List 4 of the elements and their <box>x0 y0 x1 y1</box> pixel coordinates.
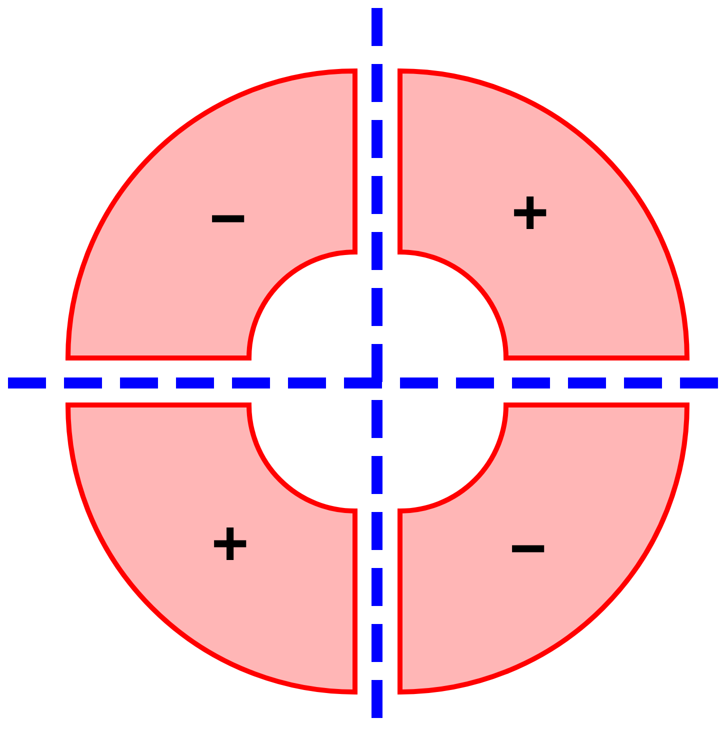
sign-label: − <box>509 516 547 580</box>
sign-label: + <box>511 180 549 244</box>
sign-label: − <box>209 186 247 250</box>
sign-label: + <box>211 511 249 575</box>
